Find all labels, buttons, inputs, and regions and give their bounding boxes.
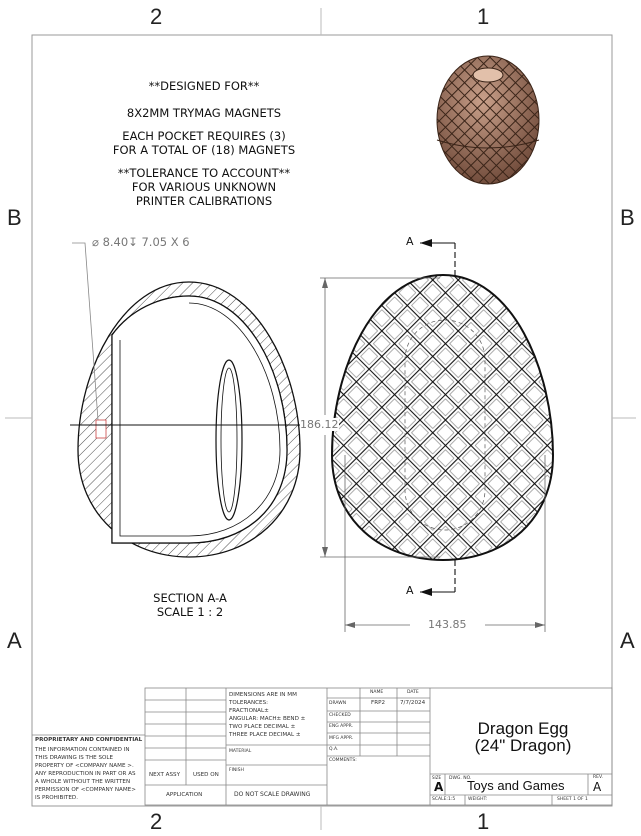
isometric-egg-view [436, 55, 540, 185]
note-tolerance-1: **TOLERANCE TO ACCOUNT** [117, 166, 291, 180]
section-marker-top: A [406, 235, 414, 248]
dims-note: DIMENSIONS ARE IN MM [229, 692, 297, 698]
qa-label: Q.A. [329, 747, 339, 752]
note-tolerance-2: FOR VARIOUS UNKNOWN [131, 180, 277, 194]
proprietary-text: PERMISSION OF <COMPANY NAME> [35, 787, 136, 793]
dims-note: TOLERANCES: [229, 700, 269, 706]
date-header: DATE [407, 690, 419, 695]
dims-note: TWO PLACE DECIMAL ± [229, 724, 296, 730]
width-dimension: 143.85 [428, 618, 467, 631]
material-label: MATERIAL [229, 749, 252, 754]
dimension-lines [320, 277, 546, 632]
sheet-border [31, 34, 613, 807]
dims-note: FRACTIONAL± [229, 708, 269, 714]
note-designed-for: **DESIGNED FOR** [148, 79, 260, 93]
zone-label-top-2: 2 [150, 4, 163, 29]
size-label: SIZE [432, 775, 441, 780]
sheet-label: SHEET 1 OF 1 [557, 797, 588, 802]
comments-label: COMMENTS: [329, 758, 357, 763]
rev-label: REV. [593, 775, 603, 780]
finish-label: FINISH [229, 768, 244, 773]
rev-value: A [593, 780, 602, 794]
checked-label: CHECKED [329, 713, 351, 718]
zone-label-bottom-2: 2 [150, 809, 163, 834]
drawn-label: DRAWN [329, 701, 347, 706]
dims-note: THREE PLACE DECIMAL ± [229, 732, 301, 738]
title-block-grid [32, 687, 613, 806]
zone-label-right-b: B [620, 205, 635, 230]
next-assy-label: NEXT ASSY [149, 772, 180, 778]
name-header: NAME [370, 690, 384, 695]
section-cut-line [420, 239, 456, 596]
height-dimension: 186.12 [300, 418, 339, 431]
zone-label-top-1: 1 [477, 4, 490, 29]
dims-note: ANGULAR: MACH± BEND ± [229, 716, 306, 722]
drawn-date: 7/7/2024 [400, 700, 426, 706]
proprietary-text: THE INFORMATION CONTAINED IN [35, 747, 130, 753]
proprietary-text: IS PROHIBITED. [35, 795, 79, 801]
section-label: SECTION A-A [153, 591, 227, 605]
drawn-name: FRP2 [371, 700, 386, 706]
note-pocket-2: FOR A TOTAL OF (18) MAGNETS [112, 143, 296, 157]
section-scale: SCALE 1 : 2 [156, 605, 224, 619]
drawing-title-line2: (24" Dragon) [474, 736, 572, 755]
proprietary-text: ANY REPRODUCTION IN PART OR AS [35, 771, 136, 777]
note-magnets: 8X2MM TRYMAG MAGNETS [126, 106, 282, 120]
zone-label-bottom-1: 1 [477, 809, 490, 834]
front-view-egg [330, 273, 555, 562]
proprietary-text: THIS DRAWING IS THE SOLE [35, 755, 114, 761]
dwg-no-value: Toys and Games [467, 778, 565, 793]
section-marker-bottom: A [406, 584, 414, 597]
weight-label: WEIGHT: [468, 797, 488, 802]
scale-label: SCALE:1:5 [432, 797, 456, 802]
note-tolerance-3: PRINTER CALIBRATIONS [135, 194, 273, 208]
proprietary-text: PROPERTY OF <COMPANY NAME >. [35, 763, 134, 769]
proprietary-text: A WHOLE WITHOUT THE WRITTEN [35, 779, 131, 785]
eng-appr-label: ENG APPR. [329, 724, 354, 729]
zone-label-right-a: A [620, 628, 635, 653]
section-view-egg [70, 242, 330, 558]
note-pocket-1: EACH POCKET REQUIRES (3) [122, 129, 286, 143]
hole-callout: ⌀ 8.40↧ 7.05 X 6 [92, 235, 190, 249]
do-not-scale: DO NOT SCALE DRAWING [234, 791, 311, 798]
size-value: A [434, 780, 444, 794]
used-on-label: USED ON [193, 772, 219, 778]
drawing-title-line1: Dragon Egg [477, 719, 569, 738]
application-label: APPLICATION [166, 792, 203, 798]
mfg-appr-label: MFG APPR. [329, 736, 354, 741]
zone-label-left-b: B [7, 205, 22, 230]
zone-label-left-a: A [7, 628, 22, 653]
dwg-no-label: DWG. NO. [449, 776, 472, 781]
proprietary-title: PROPRIETARY AND CONFIDENTIAL [35, 737, 143, 743]
